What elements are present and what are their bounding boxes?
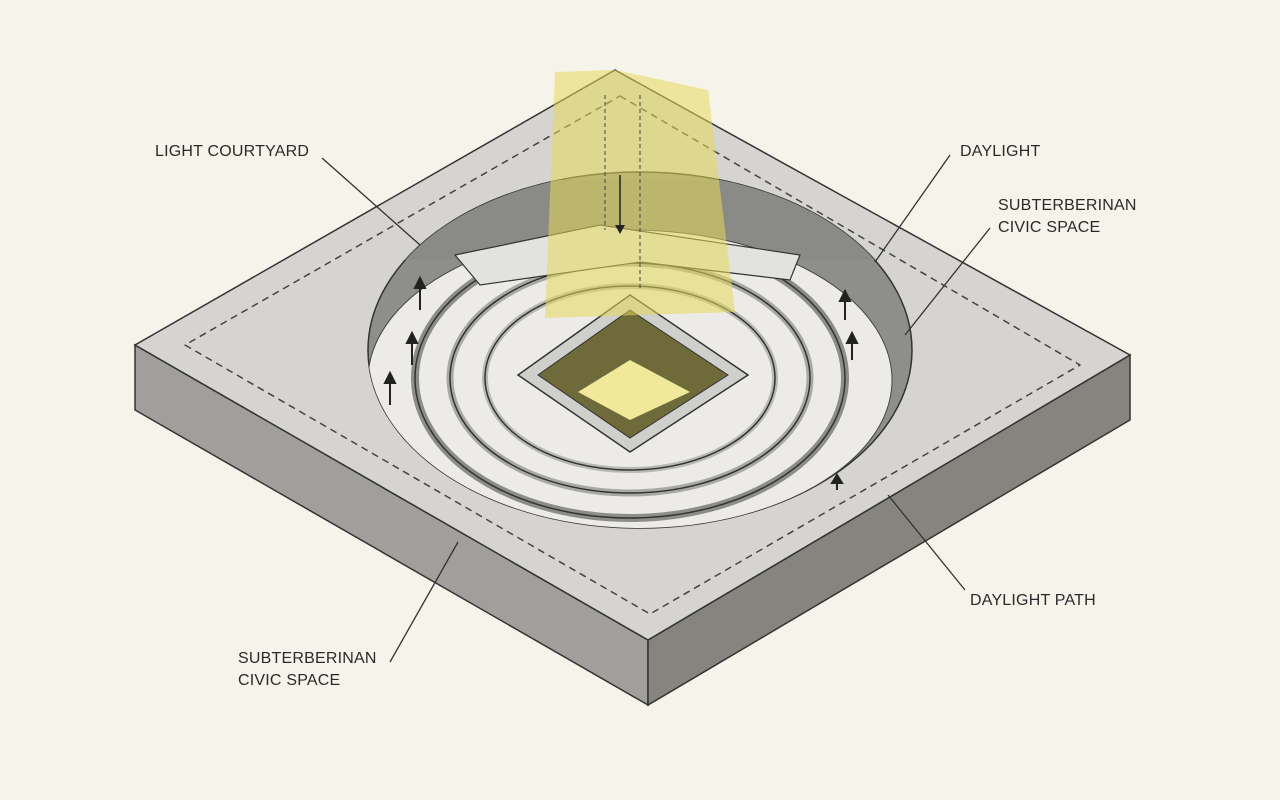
arrow-down-icon <box>615 225 625 234</box>
label-line: CIVIC SPACE <box>238 672 341 689</box>
light-well-floor <box>578 360 690 420</box>
label-line: SUBTERBERINAN <box>238 650 377 667</box>
label-line: CIVIC SPACE <box>998 219 1101 236</box>
label-light-courtyard: LIGHT COURTYARD <box>155 143 310 160</box>
label-line: SUBTERBERINAN <box>998 197 1137 214</box>
leader-lines <box>321 154 991 663</box>
dashed-path-outline <box>184 95 1081 615</box>
label-daylight-path: DAYLIGHT PATH <box>970 592 1096 609</box>
label-civic-space-right: SUBTERBERINAN CIVIC SPACE <box>998 195 1137 239</box>
label-daylight: DAYLIGHT <box>960 143 1041 160</box>
circulation-arrows <box>383 275 859 490</box>
label-civic-space-left: SUBTERBERINAN CIVIC SPACE <box>238 648 377 692</box>
